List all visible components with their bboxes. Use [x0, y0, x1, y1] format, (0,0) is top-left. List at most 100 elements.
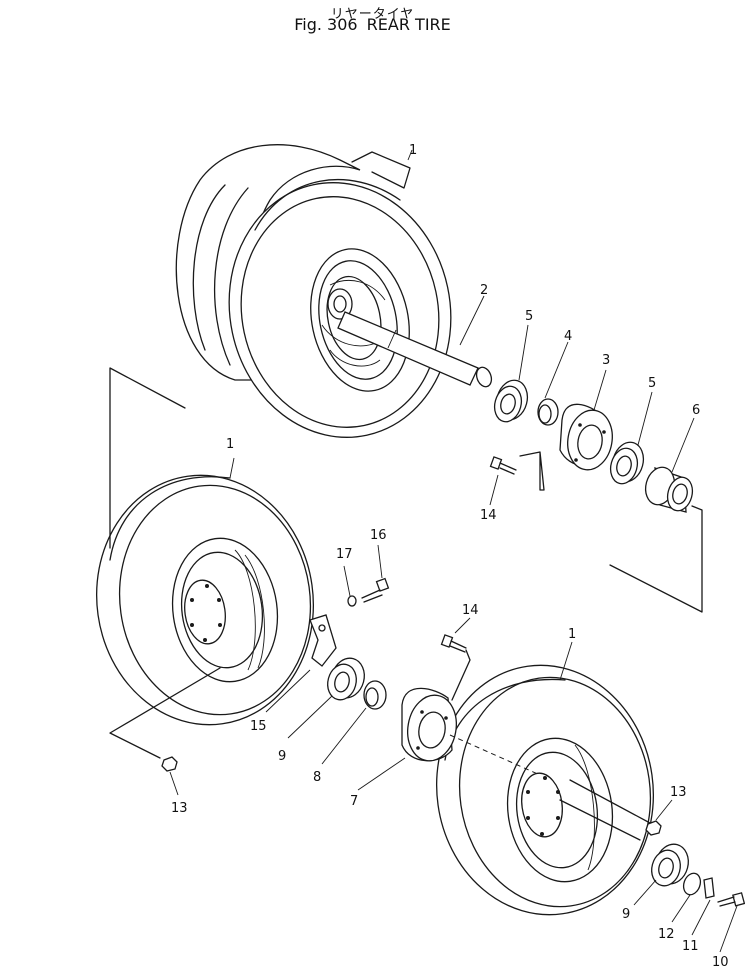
- lock-plate-11: [703, 877, 715, 899]
- hub-top: [559, 403, 613, 471]
- bolt-10: [717, 892, 745, 907]
- callout-13-left: 13: [171, 801, 188, 816]
- right-lug-hole-4: [540, 832, 544, 836]
- left-rim-inner: [180, 551, 264, 669]
- bolt-mid-shank: [449, 640, 467, 653]
- left-lug-hole-3: [218, 623, 222, 627]
- top-hub-nut: [327, 288, 353, 320]
- hub-mid-bore: [418, 711, 446, 749]
- callout-6: 6: [692, 403, 700, 418]
- bearing-top-a-face: [493, 385, 523, 423]
- bearing-top-b-bore: [616, 455, 632, 477]
- callout-17: 17: [336, 547, 353, 562]
- washer-and-bolt: [347, 577, 390, 607]
- axle-shaft-body: [337, 311, 479, 386]
- axle-step: [387, 329, 397, 349]
- bearing-mid: [327, 657, 365, 701]
- left-lug-hole-2: [217, 598, 221, 602]
- axis-line-right: [559, 799, 641, 841]
- cap-plate: [309, 614, 337, 667]
- right-rim-ring: [574, 744, 595, 871]
- left-lug-hole: [205, 584, 209, 588]
- bracket-top: [351, 151, 411, 189]
- right-rim-center: [521, 772, 563, 838]
- callout-9-mid: 9: [278, 749, 286, 764]
- bearing-top-a-bore: [500, 393, 516, 415]
- bearing-top-b-face: [609, 447, 639, 485]
- top-rim-disc: [326, 275, 382, 361]
- top-rim-spoke-3: [329, 279, 386, 301]
- bearing-top-a: [493, 379, 529, 423]
- nut-left: [161, 756, 178, 772]
- callout-5-top-left: 5: [525, 309, 533, 324]
- left-lug-hole-4: [203, 638, 207, 642]
- callout-1-top: 1: [409, 143, 417, 158]
- hub-top-bore: [577, 424, 603, 460]
- bolt-top: [489, 456, 517, 475]
- bracket-mid-top: [519, 451, 545, 491]
- bolt-10-shank: [717, 896, 736, 907]
- spacer-mid-bore: [365, 687, 379, 707]
- right-lug-hole: [543, 776, 547, 780]
- collar-bore: [672, 483, 688, 505]
- callout-3: 3: [602, 353, 610, 368]
- washer-12: [682, 872, 702, 896]
- bearing-mid-face: [327, 663, 357, 701]
- bearing-mid-bore: [334, 671, 350, 693]
- left-tire-sidewall: [118, 484, 312, 716]
- left-rim-ring-2: [244, 554, 265, 669]
- leader-lines: [169, 149, 738, 953]
- title-japanese: リヤータイヤ: [330, 7, 415, 22]
- bracket-right: [609, 505, 703, 613]
- right-wheel: [435, 664, 655, 916]
- top-hub-nut-inner: [333, 295, 347, 313]
- callout-7: 7: [350, 794, 358, 809]
- bearing-bottom-face: [651, 849, 681, 887]
- bolt-10-head: [732, 892, 745, 907]
- spacer-top-bore: [538, 404, 552, 424]
- bolt-top-shank-2: [499, 467, 515, 475]
- left-lug-hole-5: [190, 623, 194, 627]
- nut-right: [645, 820, 662, 836]
- callout-14-mid: 14: [462, 603, 479, 618]
- bolt-top-shank: [499, 462, 517, 471]
- bearing-top-b: [609, 441, 645, 485]
- axle-shaft: [337, 311, 493, 388]
- bolt-mid-head: [440, 634, 454, 648]
- top-dual-wheel: [175, 144, 452, 438]
- callout-16: 16: [370, 528, 387, 543]
- spacer-top: [537, 398, 559, 426]
- front-tire-sidewall: [240, 196, 440, 428]
- hub-mid: [401, 687, 457, 762]
- hub-mid-bolt-hole-2: [444, 716, 448, 720]
- callout-2: 2: [480, 283, 488, 298]
- center-axis-line: [449, 734, 541, 776]
- left-wheel: [95, 474, 315, 726]
- figure-number: Fig. 306: [294, 15, 358, 34]
- hub-mid-bolt-hole: [420, 710, 424, 714]
- bracket-left: [109, 367, 186, 549]
- left-rim-center: [184, 579, 226, 645]
- bracket-bolt-mid: [451, 649, 471, 701]
- right-rim-inner: [515, 751, 599, 869]
- right-lug-hole-3: [556, 816, 560, 820]
- callout-8: 8: [313, 770, 321, 785]
- cap-plate-body: [309, 614, 337, 667]
- left-rim-ring: [234, 549, 256, 671]
- callout-13-right: 13: [670, 785, 687, 800]
- bolt-16-shank: [361, 589, 383, 603]
- callout-10: 10: [712, 955, 729, 969]
- top-rim-inner: [318, 260, 398, 380]
- washer-17: [347, 595, 357, 607]
- bolt-mid: [440, 634, 467, 653]
- cap-plate-hole: [318, 624, 326, 632]
- hub-top-bolt-hole: [578, 423, 582, 427]
- callout-5-top-right: 5: [648, 376, 656, 391]
- rear-tire-tread-line-2: [213, 187, 249, 366]
- right-lug-hole-6: [526, 790, 530, 794]
- axle-shaft-end: [475, 366, 493, 388]
- figure-title: Fig. 306 REAR TIRE: [0, 15, 745, 34]
- front-tire-shoulder: [254, 179, 401, 231]
- hub-mid-flange: [407, 694, 457, 762]
